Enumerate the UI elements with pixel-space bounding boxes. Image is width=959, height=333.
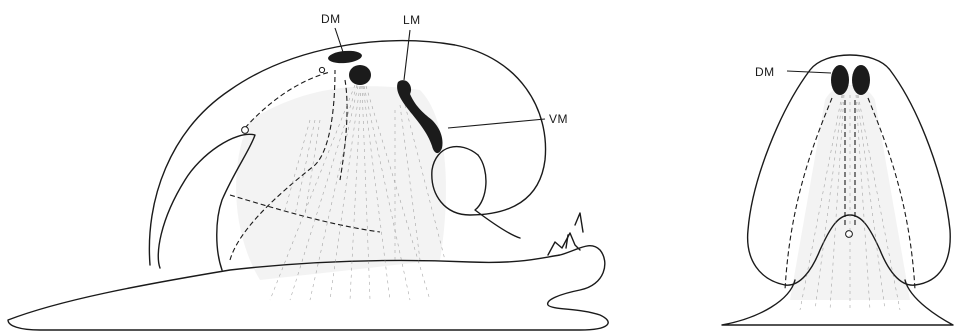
pore <box>242 127 249 134</box>
label-dm-lateral: DM <box>321 12 341 26</box>
leader-dm-lateral <box>335 28 343 52</box>
scar-muscle-oval <box>349 65 371 85</box>
label-lm: LM <box>403 13 421 27</box>
pore <box>319 67 324 72</box>
lateral-view: DM LM VM <box>8 12 608 330</box>
scar-dm-dorsal-right <box>852 65 870 95</box>
dorsal-pore <box>846 231 853 238</box>
dorsal-view: DM <box>722 55 953 325</box>
scar-dm-dorsal-left <box>831 65 849 95</box>
leader-lm <box>404 30 410 80</box>
columella-outline <box>475 155 520 238</box>
tentacle-left <box>548 233 580 255</box>
leader-vm <box>448 119 545 128</box>
label-dm-dorsal: DM <box>755 65 775 79</box>
scar-dm-lateral <box>328 50 363 65</box>
label-vm: VM <box>549 112 568 126</box>
